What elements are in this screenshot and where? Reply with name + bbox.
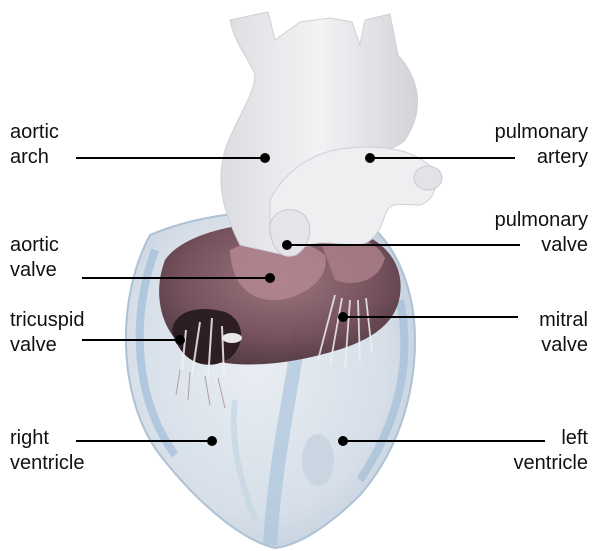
label-left-ventricle-line1: left [514, 426, 588, 451]
label-tricuspid-valve-line2: valve [10, 333, 84, 358]
label-right-ventricle-line2: ventricle [10, 451, 84, 476]
pulmonary-valve-dot [282, 240, 292, 250]
label-tricuspid-valve-line1: tricuspid [10, 308, 84, 333]
label-aortic-valve-line2: valve [10, 258, 59, 283]
label-tricuspid-valve: tricuspid valve [10, 308, 84, 358]
right-ventricle-dot [207, 436, 217, 446]
aortic-valve-dot [265, 273, 275, 283]
label-right-ventricle-line1: right [10, 426, 84, 451]
tricuspid-valve-dot [175, 335, 185, 345]
label-pulmonary-valve: pulmonary valve [495, 208, 588, 258]
label-pulmonary-artery-line1: pulmonary [495, 120, 588, 145]
label-aortic-arch: aortic arch [10, 120, 59, 170]
pulmonary-artery-dot [365, 153, 375, 163]
label-pulmonary-artery: pulmonary artery [495, 120, 588, 170]
label-pulmonary-valve-line1: pulmonary [495, 208, 588, 233]
label-left-ventricle-line2: ventricle [514, 451, 588, 476]
great-vessels [221, 12, 442, 256]
label-right-ventricle: right ventricle [10, 426, 84, 476]
label-pulmonary-artery-line2: artery [495, 145, 588, 170]
label-mitral-valve-line2: valve [539, 333, 588, 358]
label-aortic-valve: aortic valve [10, 233, 59, 283]
label-aortic-valve-line1: aortic [10, 233, 59, 258]
label-pulmonary-valve-line2: valve [495, 233, 588, 258]
aortic-arch-dot [260, 153, 270, 163]
label-mitral-valve: mitral valve [539, 308, 588, 358]
label-left-ventricle: left ventricle [514, 426, 588, 476]
label-aortic-arch-line2: arch [10, 145, 59, 170]
mitral-valve-dot [338, 312, 348, 322]
label-mitral-valve-line1: mitral [539, 308, 588, 333]
left-ventricle-dot [338, 436, 348, 446]
label-aortic-arch-line1: aortic [10, 120, 59, 145]
